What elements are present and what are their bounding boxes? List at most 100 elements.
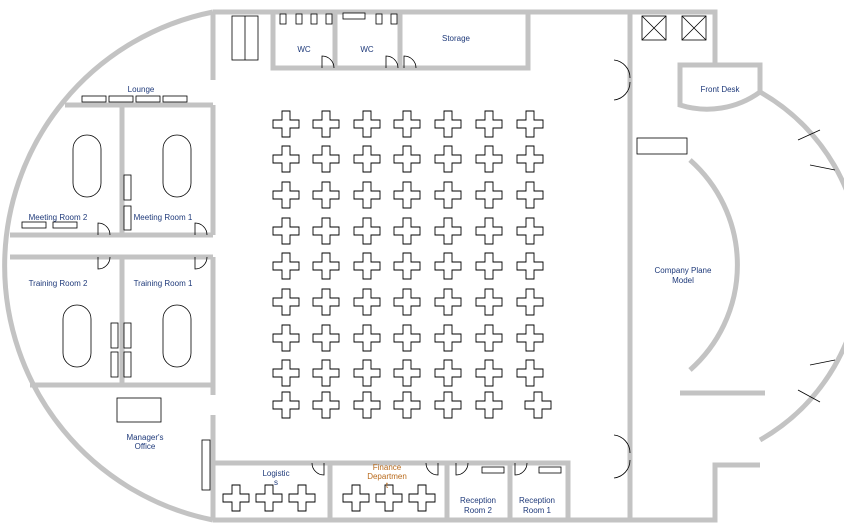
workstation-cluster [353, 324, 381, 352]
label-finance-1: Finance [373, 463, 402, 472]
workstation-cluster [475, 110, 503, 138]
door-icons [97, 55, 836, 479]
workstation-cluster [393, 145, 421, 173]
workstation-cluster [393, 252, 421, 280]
workstation-cluster [434, 145, 462, 173]
workstation-cluster [312, 391, 340, 419]
label-lounge: Lounge [128, 85, 155, 94]
workstation-cluster [393, 391, 421, 419]
workstation-cluster [434, 391, 462, 419]
label-reception-1-1: Reception [519, 496, 555, 505]
workstation-cluster [393, 181, 421, 209]
workstation-cluster [353, 288, 381, 316]
label-logistics-2: s [274, 478, 278, 487]
workstation-cluster [393, 110, 421, 138]
workstation-cluster [353, 181, 381, 209]
label-wc-1: WC [297, 45, 311, 54]
workstation-cluster [272, 359, 300, 387]
workstation-cluster [272, 288, 300, 316]
label-wc-2: WC [360, 45, 374, 54]
workstation-cluster [434, 288, 462, 316]
sofa-icons [21, 95, 688, 491]
workstation-cluster [516, 359, 544, 387]
workstation-cluster [393, 359, 421, 387]
workstation-cluster [312, 324, 340, 352]
room-labels: WC WC Storage Lounge Meeting Room 2 Meet… [29, 34, 741, 515]
workstation-cluster [222, 484, 250, 512]
label-managers-office-1: Manager's [126, 433, 163, 442]
workstation-cluster [475, 181, 503, 209]
workstation-cluster [272, 110, 300, 138]
workstation-cluster [516, 181, 544, 209]
toilet-icons [279, 12, 398, 25]
workstation-cluster [255, 484, 283, 512]
workstation-cluster [475, 145, 503, 173]
workstation-cluster [312, 288, 340, 316]
label-logistics-1: Logistic [262, 469, 289, 478]
workstation-cluster [272, 181, 300, 209]
workstation-cluster [342, 484, 370, 512]
workstation-cluster [434, 110, 462, 138]
workstation-cluster [434, 359, 462, 387]
label-storage: Storage [442, 34, 471, 43]
workstation-cluster [353, 252, 381, 280]
label-finance-2: Departmen [367, 472, 407, 481]
stairs-icon [231, 15, 259, 61]
workstation-cluster [524, 391, 552, 419]
workstation-cluster [312, 110, 340, 138]
workstation-cluster [475, 217, 503, 245]
workstation-cluster [475, 288, 503, 316]
label-training-room-2: Training Room 2 [29, 279, 88, 288]
room-desks [222, 484, 436, 512]
workstation-cluster [393, 324, 421, 352]
workstation-cluster [272, 217, 300, 245]
workstation-cluster [475, 391, 503, 419]
label-training-room-1: Training Room 1 [134, 279, 193, 288]
label-plane-model-2: Model [672, 276, 694, 285]
workstation-cluster [312, 359, 340, 387]
workstation-cluster [434, 217, 462, 245]
outer-walls [2, 9, 844, 523]
workstation-cluster [353, 217, 381, 245]
workstation-cluster [353, 359, 381, 387]
workstation-cluster [475, 324, 503, 352]
workstation-cluster [475, 359, 503, 387]
label-reception-2-1: Reception [460, 496, 496, 505]
workstation-cluster [434, 252, 462, 280]
workstation-cluster [353, 145, 381, 173]
label-finance-3: t [386, 481, 389, 490]
elevator-icons [641, 15, 707, 41]
workstation-cluster [516, 324, 544, 352]
workstation-cluster [475, 252, 503, 280]
workstation-cluster [272, 252, 300, 280]
workstation-cluster [516, 252, 544, 280]
workstation-cluster [312, 145, 340, 173]
interior-walls [10, 12, 765, 520]
label-managers-office-2: Office [135, 442, 156, 451]
workstation-cluster [272, 145, 300, 173]
workstation-cluster [408, 484, 436, 512]
label-plane-model-1: Company Plane [655, 266, 712, 275]
workstation-cluster [272, 391, 300, 419]
label-reception-2-2: Room 2 [464, 506, 493, 515]
workstation-cluster [312, 252, 340, 280]
workstation-cluster [312, 181, 340, 209]
open-office-desks [272, 110, 552, 419]
workstation-cluster [375, 484, 403, 512]
workstation-cluster [312, 217, 340, 245]
label-reception-1-2: Room 1 [523, 506, 552, 515]
workstation-cluster [288, 484, 316, 512]
workstation-cluster [434, 181, 462, 209]
label-meeting-room-1: Meeting Room 1 [134, 213, 193, 222]
label-meeting-room-2: Meeting Room 2 [29, 213, 88, 222]
workstation-cluster [516, 288, 544, 316]
workstation-cluster [516, 217, 544, 245]
workstation-cluster [353, 110, 381, 138]
conference-table-icons [62, 134, 192, 423]
workstation-cluster [393, 217, 421, 245]
label-front-desk: Front Desk [700, 85, 740, 94]
workstation-cluster [516, 145, 544, 173]
workstation-cluster [516, 110, 544, 138]
workstation-cluster [353, 391, 381, 419]
